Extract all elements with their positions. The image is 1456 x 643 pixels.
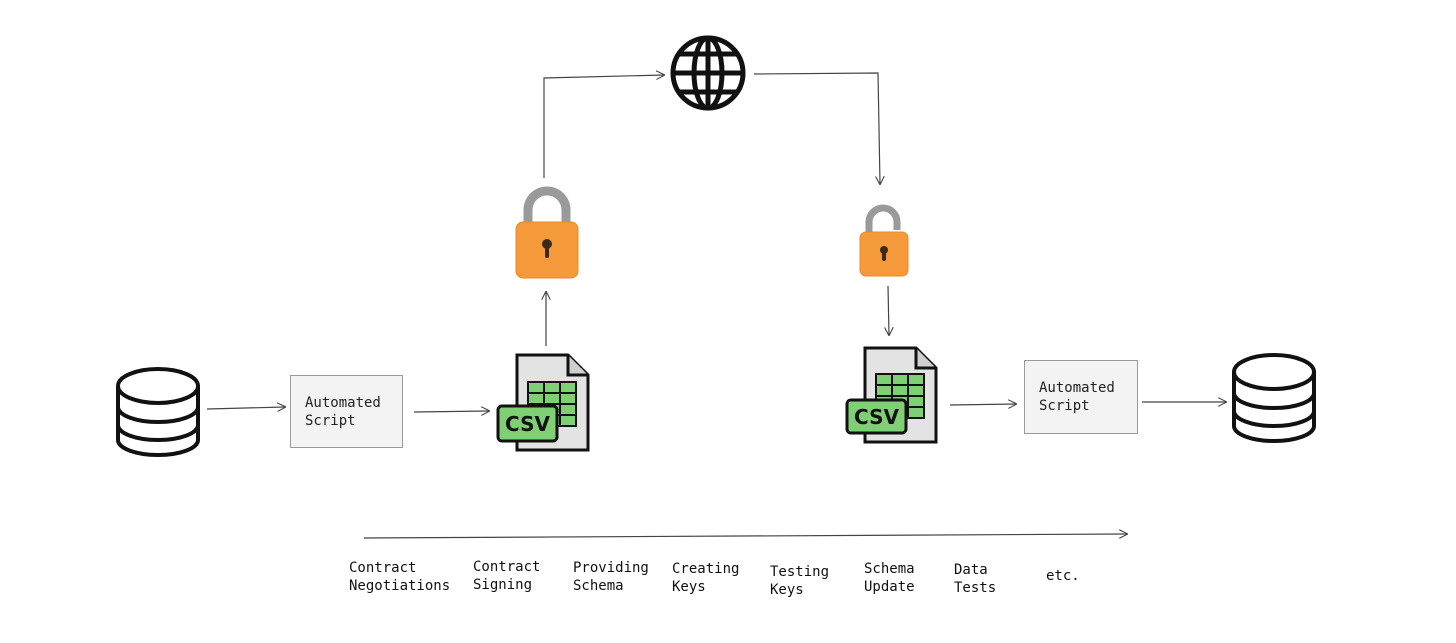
csv-label-left: CSV	[505, 412, 550, 436]
timeline-step: Schema Update	[864, 560, 915, 596]
script-label-line1: Automated	[305, 394, 381, 411]
arrow-lock-to-globe	[543, 75, 664, 178]
lock-icon-left	[515, 186, 579, 279]
timeline-arrow	[363, 534, 1127, 539]
globe-icon	[670, 35, 746, 111]
script-label-line1: Automated	[1039, 380, 1115, 396]
csv-file-icon-right: CSV	[845, 346, 938, 444]
script-label-line2: Script	[305, 412, 356, 429]
csv-label-right: CSV	[854, 405, 899, 429]
automated-script-box-right: Automated Script	[1024, 360, 1138, 434]
step-line: Signing	[473, 577, 533, 593]
automated-script-box-left: Automated Script	[290, 375, 403, 448]
timeline-step: Testing Keys	[770, 563, 829, 599]
step-line: Contract	[349, 560, 417, 576]
database-icon-source	[116, 367, 200, 457]
step-line: Providing	[573, 560, 649, 576]
timeline-step: etc.	[1046, 567, 1080, 585]
arrow-script-to-csv	[413, 411, 489, 412]
arrow-lock-to-csv	[888, 285, 889, 335]
step-line: Keys	[672, 579, 706, 595]
csv-file-icon-left: CSV	[496, 353, 590, 452]
step-line: Keys	[770, 582, 804, 598]
step-line: Contract	[473, 559, 541, 575]
timeline-step: Data Tests	[954, 561, 996, 597]
step-line: etc.	[1046, 568, 1080, 584]
timeline-step: Contract Negotiations	[349, 559, 450, 595]
arrow-globe-to-lock	[753, 72, 880, 184]
database-icon-destination	[1232, 353, 1316, 443]
arrow-db-to-script	[206, 407, 285, 409]
timeline-step: Creating Keys	[672, 560, 739, 596]
step-line: Negotiations	[349, 578, 451, 594]
arrow-csv-to-script	[949, 404, 1016, 405]
timeline-step: Contract Signing	[473, 558, 540, 594]
step-line: Testing	[770, 564, 830, 580]
timeline-step: Providing Schema	[573, 559, 649, 595]
step-line: Schema	[864, 561, 915, 577]
lock-icon-right	[859, 204, 909, 277]
script-label-line2: Script	[1039, 398, 1090, 414]
step-line: Update	[864, 579, 915, 595]
step-line: Creating	[672, 561, 740, 577]
step-line: Tests	[954, 580, 997, 596]
step-line: Schema	[573, 578, 624, 594]
step-line: Data	[954, 562, 988, 578]
